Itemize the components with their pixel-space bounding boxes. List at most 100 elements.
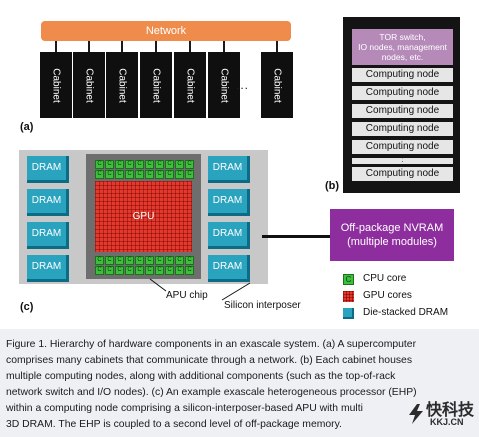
- cpu-core: C: [105, 266, 114, 275]
- tor-switch-box: TOR switch, IO nodes, management nodes, …: [352, 29, 453, 65]
- cpu-core: C: [115, 170, 124, 179]
- cabinet: Cabinet: [40, 52, 72, 118]
- cpu-core: C: [95, 170, 104, 179]
- cpu-core: C: [135, 256, 144, 265]
- cabinet-ellipsis: ...: [236, 78, 250, 92]
- legend-label: CPU core: [363, 273, 407, 284]
- gpu-cores-block: [95, 181, 192, 252]
- computing-node: Computing node: [352, 167, 453, 181]
- cpu-core: C: [185, 170, 194, 179]
- cpu-core-row-bottom-2: C C C C C C C C C C: [95, 266, 194, 275]
- cpu-core: C: [175, 160, 184, 169]
- cpu-core: C: [165, 266, 174, 275]
- cabinet: Cabinet: [174, 52, 206, 118]
- computing-node: Computing node: [352, 86, 453, 100]
- dram-swatch: [343, 308, 354, 319]
- dram-stack: DRAM: [27, 189, 69, 216]
- cpu-core: C: [95, 266, 104, 275]
- cpu-core: C: [165, 256, 174, 265]
- silicon-interposer-label: Silicon interposer: [224, 300, 301, 311]
- callout-lines: [149, 278, 251, 301]
- cpu-core: C: [125, 170, 134, 179]
- watermark-en: KKJ.CN: [430, 417, 464, 427]
- cpu-core: C: [185, 266, 194, 275]
- nvram-link-line: [262, 235, 330, 238]
- cpu-core: C: [155, 170, 164, 179]
- cpu-core: C: [165, 170, 174, 179]
- cpu-core: C: [125, 160, 134, 169]
- cpu-core: C: [175, 256, 184, 265]
- cpu-core: C: [105, 256, 114, 265]
- cpu-core: C: [155, 256, 164, 265]
- dram-stack: DRAM: [27, 156, 69, 183]
- panel-a-label: (a): [20, 121, 34, 133]
- figure-caption: Figure 1. Hierarchy of hardware componen…: [6, 339, 417, 430]
- cpu-core: C: [125, 266, 134, 275]
- cpu-core: C: [115, 256, 124, 265]
- cpu-core: C: [135, 160, 144, 169]
- cpu-core: C: [185, 160, 194, 169]
- network-link: [88, 41, 90, 52]
- cabinet: Cabinet: [106, 52, 138, 118]
- cpu-core: C: [145, 170, 154, 179]
- cpu-core-swatch: C: [343, 274, 354, 285]
- caption-background: [0, 329, 479, 437]
- cpu-core: C: [145, 266, 154, 275]
- dram-stack: DRAM: [27, 255, 69, 282]
- cpu-core: C: [185, 256, 194, 265]
- cpu-core: C: [165, 160, 174, 169]
- cpu-core: C: [95, 160, 104, 169]
- computing-node: Computing node: [352, 104, 453, 118]
- network-bar: Network: [41, 21, 291, 41]
- computing-node: Computing node: [352, 122, 453, 136]
- apu-chip-label: APU chip: [166, 290, 208, 301]
- panel-b-label: (b): [325, 180, 340, 192]
- cpu-core: C: [105, 170, 114, 179]
- cabinet: Cabinet: [208, 52, 240, 118]
- apu-callout-line: [149, 278, 167, 292]
- bolt-icon: [409, 404, 423, 424]
- dram-stack: DRAM: [208, 222, 250, 249]
- cpu-core-row-top-1: C C C C C C C C C C: [95, 160, 194, 169]
- dram-stack: DRAM: [208, 189, 250, 216]
- cpu-core: C: [135, 266, 144, 275]
- panel-c-label: (c): [20, 301, 34, 313]
- gpu-label: GPU: [132, 211, 155, 222]
- interposer-callout-line: [221, 282, 251, 301]
- network-link: [55, 41, 57, 52]
- cpu-core: C: [105, 160, 114, 169]
- network-link: [223, 41, 225, 52]
- gpu-core-swatch: [343, 291, 354, 302]
- cpu-core: C: [115, 160, 124, 169]
- network-link: [155, 41, 157, 52]
- cpu-core: C: [175, 266, 184, 275]
- legend-label: GPU cores: [363, 290, 412, 301]
- cpu-core: C: [155, 160, 164, 169]
- dram-stack: DRAM: [27, 222, 69, 249]
- cpu-core: C: [95, 256, 104, 265]
- cpu-core-row-bottom-1: C C C C C C C C C C: [95, 256, 194, 265]
- watermark-cn: 快科技: [426, 402, 475, 419]
- cpu-core: C: [155, 266, 164, 275]
- cpu-core: C: [115, 266, 124, 275]
- cpu-core: C: [175, 170, 184, 179]
- network-link: [276, 41, 278, 52]
- off-package-nvram-box: Off-package NVRAM (multiple modules): [330, 209, 454, 261]
- network-link: [121, 41, 123, 52]
- computing-node-ellipsis: :: [352, 156, 453, 164]
- cabinet: Cabinet: [261, 52, 293, 118]
- network-link: [189, 41, 191, 52]
- cpu-core: C: [145, 160, 154, 169]
- cpu-core: C: [135, 170, 144, 179]
- dram-stack: DRAM: [208, 255, 250, 282]
- cabinet: Cabinet: [73, 52, 105, 118]
- cpu-core-row-top-2: C C C C C C C C C C: [95, 170, 194, 179]
- cabinet: Cabinet: [140, 52, 172, 118]
- computing-node: Computing node: [352, 140, 453, 154]
- cpu-core: C: [125, 256, 134, 265]
- computing-node: Computing node: [352, 68, 453, 82]
- dram-stack: DRAM: [208, 156, 250, 183]
- legend-label: Die-stacked DRAM: [363, 307, 449, 318]
- watermark-logo: 快科技 KKJ.CN: [408, 396, 478, 434]
- cpu-core: C: [145, 256, 154, 265]
